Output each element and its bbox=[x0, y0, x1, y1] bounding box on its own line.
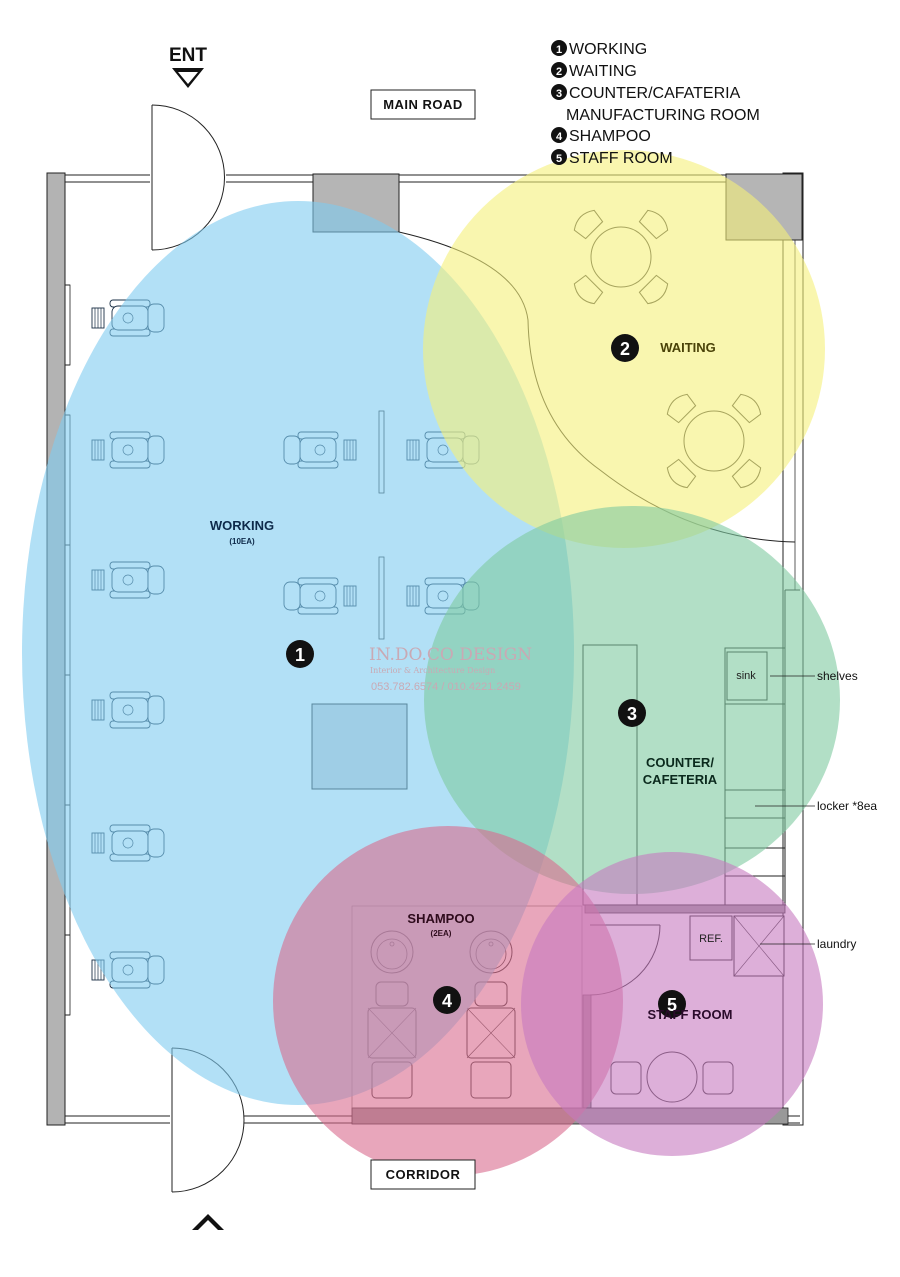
svg-text:5: 5 bbox=[556, 153, 562, 165]
legend-item-4: 4 SHAMPOO bbox=[551, 127, 651, 145]
svg-text:1: 1 bbox=[556, 44, 562, 56]
svg-text:3: 3 bbox=[556, 88, 562, 100]
svg-text:4: 4 bbox=[556, 131, 563, 143]
svg-text:STAFF ROOM: STAFF ROOM bbox=[569, 150, 673, 167]
svg-text:COUNTER/: COUNTER/ bbox=[646, 755, 714, 770]
svg-text:5: 5 bbox=[667, 995, 677, 1015]
svg-text:REF.: REF. bbox=[699, 933, 723, 945]
zone-marker-3 bbox=[618, 699, 646, 727]
legend-item-2: 2 WAITING bbox=[551, 62, 637, 80]
callout-locker: locker *8ea bbox=[817, 799, 877, 813]
svg-text:SHAMPOO: SHAMPOO bbox=[569, 128, 651, 145]
svg-text:WORKING: WORKING bbox=[569, 41, 647, 58]
svg-text:CAFETERIA: CAFETERIA bbox=[643, 772, 718, 787]
legend-item-1: 1 WORKING bbox=[551, 40, 647, 58]
zone-counter-labels: 3 COUNTER/ CAFETERIA bbox=[618, 699, 718, 787]
zone-shampoo-labels: SHAMPOO (2EA) 4 bbox=[407, 911, 475, 1014]
callouts: shelves locker *8ea laundry bbox=[755, 669, 877, 951]
legend: 1 WORKING 2 WAITING 3 COUNTER/CAFATERIA … bbox=[551, 40, 760, 167]
legend-item-3: 3 COUNTER/CAFATERIA bbox=[551, 84, 741, 102]
zone-marker-5 bbox=[658, 990, 686, 1018]
zone-waiting-labels: 2 WAITING bbox=[611, 334, 716, 362]
svg-text:2: 2 bbox=[556, 66, 562, 78]
callout-laundry: laundry bbox=[817, 937, 856, 951]
callout-shelves: shelves bbox=[817, 669, 858, 683]
corridor-arrow-icon bbox=[192, 1214, 224, 1230]
svg-text:(10EA): (10EA) bbox=[229, 537, 255, 546]
svg-text:WAITING: WAITING bbox=[569, 63, 637, 80]
svg-text:STAFF ROOM: STAFF ROOM bbox=[648, 1007, 733, 1022]
svg-text:2: 2 bbox=[620, 339, 630, 359]
svg-text:3: 3 bbox=[627, 704, 637, 724]
fixture-labels: sink REF. bbox=[699, 670, 756, 945]
watermark: IN.DO.CO DESIGN Interior & Architecture … bbox=[369, 645, 532, 693]
svg-text:SHAMPOO: SHAMPOO bbox=[407, 911, 474, 926]
zone-staff-labels: 5 STAFF ROOM bbox=[648, 990, 733, 1022]
corridor-box: CORRIDOR bbox=[192, 1159, 476, 1230]
svg-text:Interior & Architecture Design: Interior & Architecture Design bbox=[370, 666, 495, 675]
corridor-label: CORRIDOR bbox=[386, 1167, 461, 1182]
zone-marker-1 bbox=[286, 640, 314, 668]
svg-text:4: 4 bbox=[442, 991, 452, 1011]
zone-working-labels: WORKING (10EA) 1 bbox=[210, 518, 314, 668]
svg-text:IN.DO.CO DESIGN: IN.DO.CO DESIGN bbox=[369, 645, 532, 665]
svg-text:MANUFACTURING ROOM: MANUFACTURING ROOM bbox=[566, 107, 760, 124]
svg-text:053.782.6574 / 010.4221.2459: 053.782.6574 / 010.4221.2459 bbox=[371, 681, 521, 693]
zone-marker-4 bbox=[433, 986, 461, 1014]
main-road-label: MAIN ROAD bbox=[383, 97, 463, 112]
svg-text:WORKING: WORKING bbox=[210, 518, 274, 533]
svg-text:1: 1 bbox=[295, 645, 305, 665]
svg-text:(2EA): (2EA) bbox=[431, 929, 452, 938]
legend-item-5: 5 STAFF ROOM bbox=[551, 149, 673, 167]
legend-item-3b: MANUFACTURING ROOM bbox=[566, 107, 760, 124]
zone-bubbles bbox=[22, 150, 840, 1176]
entrance-marker: ENT bbox=[169, 45, 207, 88]
svg-text:WAITING: WAITING bbox=[660, 340, 716, 355]
zone-marker-2 bbox=[611, 334, 639, 362]
entrance-arrow-icon bbox=[172, 68, 204, 88]
svg-text:sink: sink bbox=[736, 670, 756, 682]
svg-text:COUNTER/CAFATERIA: COUNTER/CAFATERIA bbox=[569, 85, 741, 102]
main-road-box: MAIN ROAD bbox=[370, 89, 476, 120]
entrance-label: ENT bbox=[169, 45, 207, 66]
